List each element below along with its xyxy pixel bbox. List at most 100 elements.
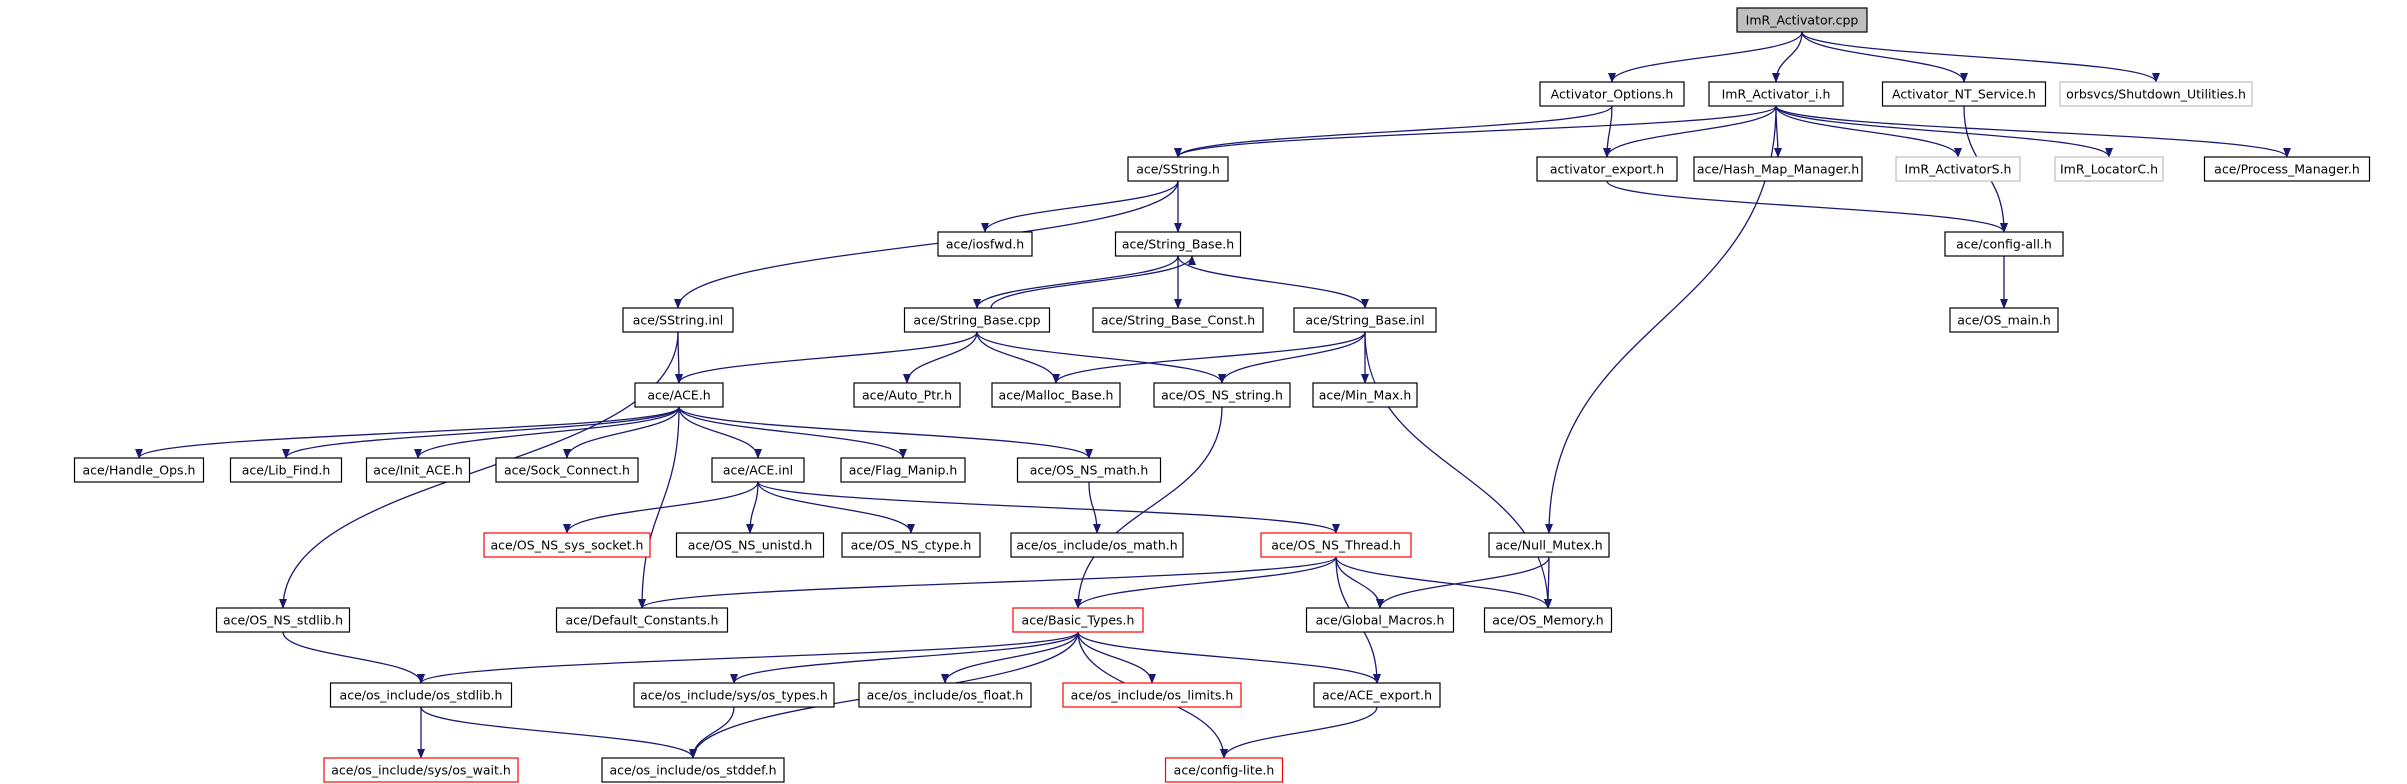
node-label: ace/Init_ACE.h: [373, 463, 463, 478]
node-ace_os_ns_ctype_h[interactable]: ace/OS_NS_ctype.h: [841, 532, 981, 558]
node-label: ace/os_include/os_float.h: [867, 688, 1024, 703]
node-label: ace/os_include/sys/os_wait.h: [331, 763, 511, 778]
node-ace_sock_connect_h[interactable]: ace/Sock_Connect.h: [495, 457, 639, 483]
node-ace_os_ns_math_h[interactable]: ace/OS_NS_math.h: [1016, 457, 1162, 483]
node-label: ace/iosfwd.h: [946, 237, 1024, 252]
node-box: [1693, 156, 1863, 182]
node-imr_activator_i_h[interactable]: ImR_Activator_i.h: [1708, 81, 1844, 107]
node-box: [1312, 382, 1418, 408]
node-ace_ace_inl[interactable]: ace/ACE.inl: [711, 457, 805, 483]
node-ace_lib_find_h[interactable]: ace/Lib_Find.h: [229, 457, 343, 483]
node-label: activator_export.h: [1550, 162, 1664, 177]
node-label: ace/OS_NS_Thread.h: [1271, 538, 1401, 553]
node-ace_global_macros_h[interactable]: ace/Global_Macros.h: [1305, 607, 1455, 633]
node-box: [853, 382, 961, 408]
node-ace_string_base_const_h[interactable]: ace/String_Base_Const.h: [1092, 307, 1264, 333]
edge-ace_ace_inl-to-ace_os_ns_thread_h: [757, 481, 1340, 534]
edge-ace_ace_inl-to-ace_os_ns_ctype_h: [757, 481, 915, 534]
edge-ace_os_ns_string_h-to-ace_basic_types_h: [1074, 406, 1223, 609]
node-box: [1010, 532, 1184, 558]
node-label: ImR_ActivatorS.h: [1905, 162, 2012, 177]
edge-imr_activator_cpp-to-imr_activator_i_h: [1772, 31, 1803, 83]
node-box: [365, 457, 471, 483]
node-box: [991, 382, 1121, 408]
edge-imr_activator_i_h-to-ace_null_mutex_h: [1545, 105, 1777, 534]
node-ace_default_constants_h[interactable]: ace/Default_Constants.h: [555, 607, 729, 633]
edge-imr_activator_i_h-to-activator_export_h: [1603, 105, 1777, 158]
node-ace_os_include_os_float_h[interactable]: ace/os_include/os_float.h: [858, 682, 1032, 708]
node-label: ace/Min_Max.h: [1319, 388, 1412, 403]
node-ace_sstring_inl[interactable]: ace/SString.inl: [622, 307, 734, 333]
edge-ace_os_include_os_stdlib_h-to-ace_os_include_os_stddef_h: [420, 706, 697, 759]
node-ace_ace_h[interactable]: ace/ACE.h: [634, 382, 724, 408]
node-ace_auto_ptr_h[interactable]: ace/Auto_Ptr.h: [853, 382, 961, 408]
node-ace_os_ns_string_h[interactable]: ace/OS_NS_string.h: [1153, 382, 1291, 408]
node-ace_os_include_sys_os_wait_h[interactable]: ace/os_include/sys/os_wait.h: [323, 757, 519, 783]
node-ace_os_main_h[interactable]: ace/OS_main.h: [1949, 307, 2059, 333]
node-ace_null_mutex_h[interactable]: ace/Null_Mutex.h: [1488, 532, 1610, 558]
node-ace_handle_ops_h[interactable]: ace/Handle_Ops.h: [73, 457, 205, 483]
edge-imr_activator_cpp-to-activator_nt_service_h: [1801, 31, 1968, 83]
node-box: [1305, 607, 1455, 633]
node-ace_sstring_h[interactable]: ace/SString.h: [1127, 156, 1229, 182]
node-ace_string_base_inl[interactable]: ace/String_Base.inl: [1293, 307, 1437, 333]
node-ace_os_include_os_stdlib_h[interactable]: ace/os_include/os_stdlib.h: [329, 682, 513, 708]
node-ace_malloc_base_h[interactable]: ace/Malloc_Base.h: [991, 382, 1121, 408]
edge-ace_os_ns_thread_h-to-ace_os_memory_h: [1335, 556, 1552, 609]
node-box: [1313, 682, 1441, 708]
node-ace_min_max_h[interactable]: ace/Min_Max.h: [1312, 382, 1418, 408]
node-ace_os_ns_unistd_h[interactable]: ace/OS_NS_unistd.h: [675, 532, 825, 558]
node-box: [1895, 156, 2021, 182]
node-box: [903, 307, 1051, 333]
edge-ace_ace_h-to-ace_ace_inl: [678, 406, 762, 459]
node-ace_os_include_os_limits_h[interactable]: ace/os_include/os_limits.h: [1062, 682, 1242, 708]
node-label: ace/OS_NS_unistd.h: [688, 538, 813, 553]
node-box: [329, 682, 513, 708]
node-ace_os_ns_stdlib_h[interactable]: ace/OS_NS_stdlib.h: [215, 607, 351, 633]
node-ace_basic_types_h[interactable]: ace/Basic_Types.h: [1012, 607, 1144, 633]
node-label: ace/Malloc_Base.h: [999, 388, 1114, 403]
edge-ace_basic_types_h-to-ace_ace_export_h: [1077, 631, 1381, 684]
node-imr_activator_cpp[interactable]: ImR_Activator.cpp: [1736, 7, 1868, 33]
node-box: [841, 532, 981, 558]
edge-activator_options_h-to-activator_export_h: [1603, 105, 1613, 158]
node-ace_config_all_h[interactable]: ace/config-all.h: [1944, 231, 2064, 257]
node-label: ace/config-lite.h: [1174, 763, 1275, 778]
edge-ace_os_ns_thread_h-to-ace_basic_types_h: [1074, 556, 1337, 609]
node-activator_export_h[interactable]: activator_export.h: [1536, 156, 1678, 182]
node-box: [1012, 607, 1144, 633]
node-box: [483, 532, 651, 558]
node-ace_hash_map_manager_h[interactable]: ace/Hash_Map_Manager.h: [1693, 156, 1863, 182]
node-ace_ace_export_h[interactable]: ace/ACE_export.h: [1313, 682, 1441, 708]
node-ace_os_ns_thread_h[interactable]: ace/OS_NS_Thread.h: [1260, 532, 1412, 558]
node-ace_flag_manip_h[interactable]: ace/Flag_Manip.h: [840, 457, 966, 483]
edge-ace_basic_types_h-to-ace_os_include_os_stdlib_h: [417, 631, 1079, 684]
edge-ace_null_mutex_h-to-ace_global_macros_h: [1376, 556, 1550, 609]
node-ace_config_lite_h[interactable]: ace/config-lite.h: [1164, 757, 1284, 783]
node-ace_string_base_h[interactable]: ace/String_Base.h: [1114, 231, 1242, 257]
node-ace_os_ns_sys_socket_h[interactable]: ace/OS_NS_sys_socket.h: [483, 532, 651, 558]
node-imr_activators_h: ImR_ActivatorS.h: [1895, 156, 2021, 182]
node-ace_init_ace_h[interactable]: ace/Init_ACE.h: [365, 457, 471, 483]
node-box: [1483, 607, 1613, 633]
node-ace_string_base_cpp[interactable]: ace/String_Base.cpp: [903, 307, 1051, 333]
node-activator_nt_service_h[interactable]: Activator_NT_Service.h: [1881, 81, 2047, 107]
edge-ace_basic_types_h-to-ace_os_include_os_limits_h: [1077, 631, 1156, 684]
node-ace_iosfwd_h[interactable]: ace/iosfwd.h: [937, 231, 1033, 257]
node-ace_os_include_sys_os_types_h[interactable]: ace/os_include/sys/os_types.h: [633, 682, 835, 708]
node-label: ace/os_include/os_math.h: [1016, 538, 1177, 553]
node-ace_process_manager_h[interactable]: ace/Process_Manager.h: [2203, 156, 2371, 182]
node-ace_os_include_os_math_h[interactable]: ace/os_include/os_math.h: [1010, 532, 1184, 558]
node-box: [1536, 156, 1678, 182]
node-label: ace/Flag_Manip.h: [849, 463, 958, 478]
edge-imr_activator_i_h-to-ace_process_manager_h: [1775, 105, 2291, 158]
edge-ace_basic_types_h-to-ace_os_include_sys_os_types_h: [730, 631, 1079, 684]
node-label: ace/Handle_Ops.h: [83, 463, 196, 478]
node-activator_options_h[interactable]: Activator_Options.h: [1539, 81, 1685, 107]
node-ace_os_memory_h[interactable]: ace/OS_Memory.h: [1483, 607, 1613, 633]
node-label: ace/os_include/os_stdlib.h: [340, 688, 503, 703]
node-ace_os_include_os_stddef_h[interactable]: ace/os_include/os_stddef.h: [601, 757, 785, 783]
node-box: [1949, 307, 2059, 333]
edge-ace_os_include_sys_os_types_h-to-ace_os_include_os_stddef_h: [689, 706, 735, 759]
node-label: ace/OS_NS_sys_socket.h: [491, 538, 644, 553]
